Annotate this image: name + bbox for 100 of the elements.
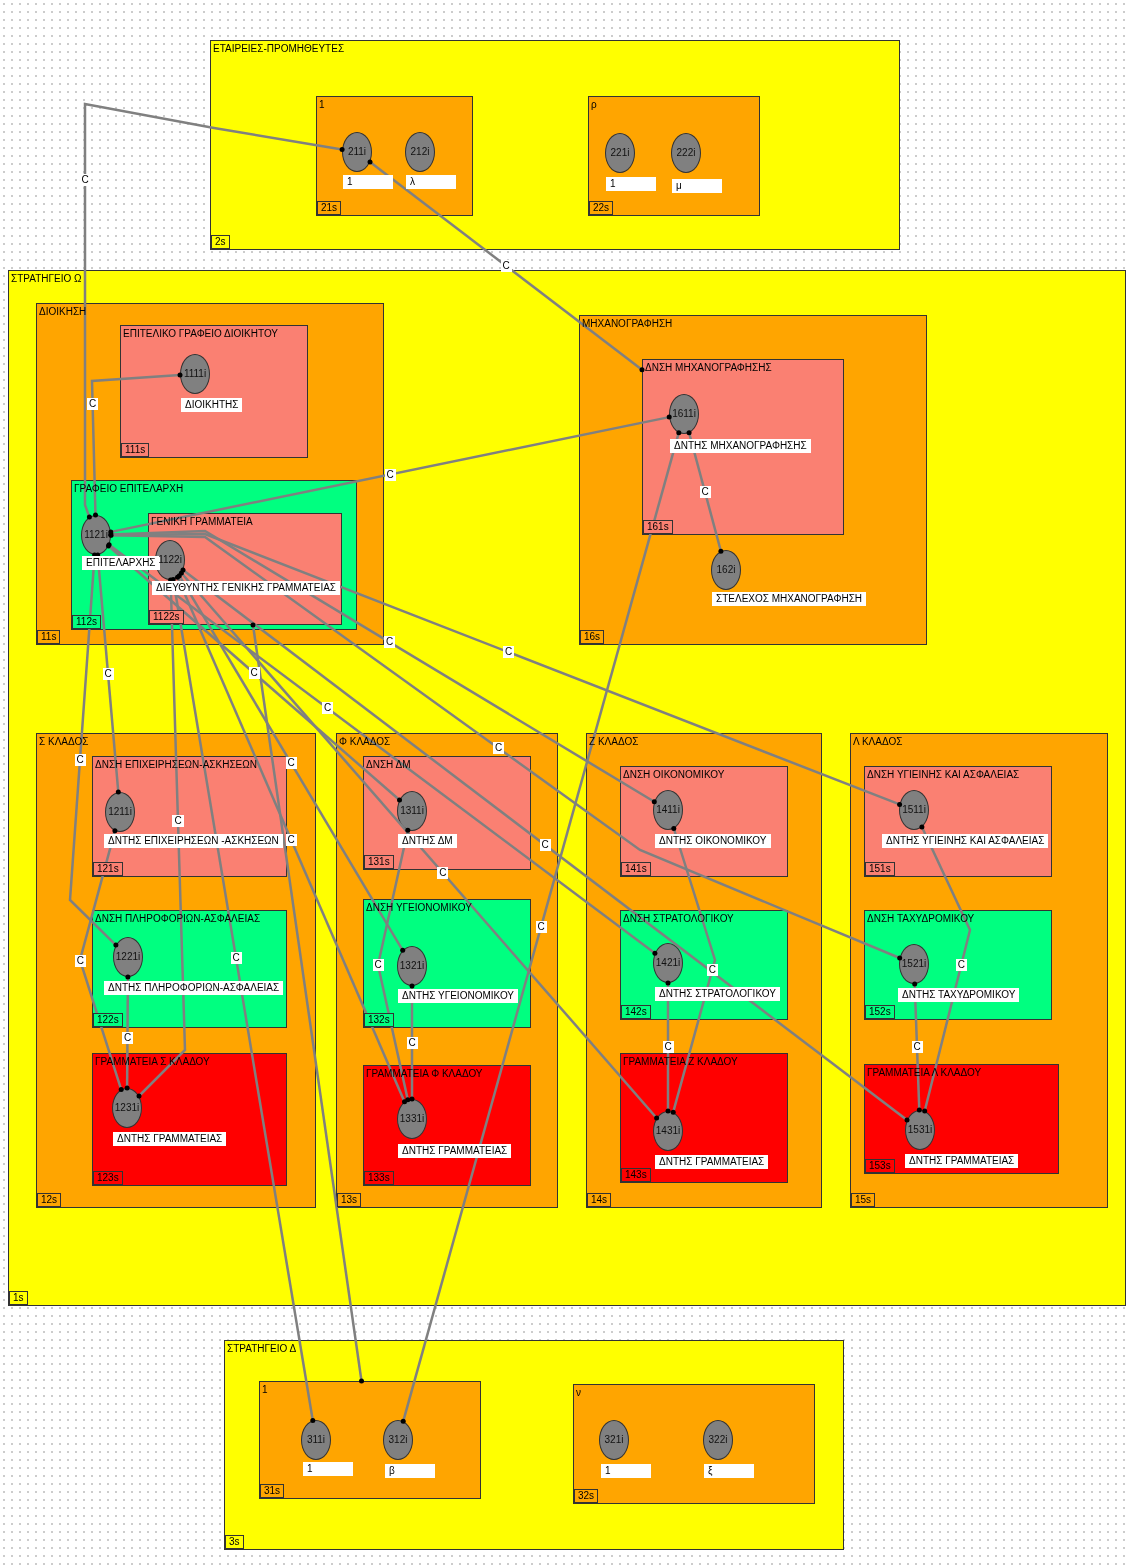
box-code: 32s	[574, 1489, 599, 1503]
unit-box	[363, 1065, 531, 1186]
unit-box	[864, 766, 1052, 877]
circle-label: 222i	[675, 147, 697, 159]
box-code: 121s	[93, 862, 123, 876]
box-title: 1	[262, 1384, 268, 1395]
box-title: Φ ΚΛΑΔΟΣ	[339, 736, 391, 747]
edge-label: C	[172, 814, 184, 827]
box-code: 11s	[37, 630, 61, 644]
box-title: Σ ΚΛΑΔΟΣ	[39, 736, 89, 747]
connector-line	[90, 372, 183, 518]
name-label: ΔΝΤΗΣ ΜΗΧΑΝΟΓΡΑΦΗΣΗΣ	[670, 439, 811, 453]
box-title: ΔΝΣΗ ΟΙΚΟΝΟΜΙΚΟΥ	[623, 769, 725, 780]
unit-circle	[112, 1088, 142, 1128]
connector-line	[108, 532, 903, 807]
box-title: ΔΝΣΗ ΜΗΧΑΝΟΓΡΑΦΗΣΗΣ	[645, 362, 772, 373]
box-code: 12s	[37, 1193, 62, 1207]
edge-label: C	[230, 951, 242, 964]
unit-box	[92, 756, 287, 877]
box-title: 1	[319, 99, 325, 110]
name-label: ΔΝΤΗΣ ΓΡΑΜΜΑΤΕΙΑΣ	[905, 1154, 1019, 1168]
box-title: ν	[576, 1387, 581, 1398]
connector-line	[409, 983, 415, 1102]
connector-line	[670, 826, 717, 1115]
box-code: 123s	[93, 1171, 123, 1185]
box-code: 143s	[621, 1168, 651, 1182]
connector-line	[400, 430, 682, 1424]
box-code: 141s	[621, 862, 651, 876]
unit-box	[850, 733, 1108, 1208]
box-code: 1s	[9, 1291, 28, 1305]
unit-circle	[671, 133, 701, 173]
connector-line	[376, 827, 411, 1103]
connector-line	[178, 570, 660, 1121]
edge-label: C	[285, 833, 297, 846]
connector-line	[250, 622, 364, 1384]
edge-label: C	[955, 959, 967, 972]
circle-label: 1211i	[107, 806, 133, 818]
circle-label: 1231i	[113, 1102, 141, 1114]
circle-label: 321i	[603, 1434, 625, 1446]
unit-box	[71, 480, 357, 630]
box-code: 112s	[72, 615, 101, 629]
name-label: ΔΝΤΗΣ ΟΙΚΟΝΟΜΙΚΟΥ	[655, 834, 771, 848]
circle-label: 1331i	[398, 1113, 426, 1125]
unit-box	[363, 756, 531, 870]
unit-box	[620, 910, 788, 1020]
edge-label: C	[406, 1036, 418, 1049]
circle-label: 322i	[707, 1434, 729, 1446]
edge-label: C	[500, 259, 512, 272]
box-code: 131s	[364, 855, 394, 869]
box-code: 152s	[865, 1005, 895, 1019]
box-title: ΓΡΑΜΜΑΤΕΙΑ Λ ΚΛΑΔΟΥ	[867, 1067, 982, 1078]
box-title: ΔΝΣΗ ΕΠΙΧΕΙΡΗΣΕΩΝ-ΑΣΚΗΣΕΩΝ	[95, 759, 257, 770]
connector-line	[108, 532, 903, 961]
unit-box	[579, 315, 927, 645]
connector-line	[106, 543, 402, 803]
unit-box	[8, 270, 1126, 1306]
edge-label: C	[285, 757, 297, 769]
name-label: 1	[601, 1464, 651, 1478]
name-label: ΔΝΤΗΣ ΓΡΑΜΜΑΤΕΙΑΣ	[113, 1132, 227, 1146]
name-label: ΣΤΕΛΕΧΟΣ ΜΗΧΑΝΟΓΡΑΦΗΣΗ	[712, 592, 867, 606]
unit-circle	[180, 354, 210, 394]
circle-label: 1311i	[399, 805, 425, 817]
unit-circle	[397, 791, 427, 831]
name-label: ΔΝΤΗΣ ΥΓΙΕΙΝΗΣ ΚΑΙ ΑΣΦΑΛΕΙΑΣ	[882, 834, 1049, 848]
circle-label: 1521i	[900, 958, 928, 970]
box-code: 151s	[865, 862, 895, 876]
box-code: 3s	[225, 1535, 244, 1549]
circle-label: 312i	[387, 1434, 409, 1446]
connector-line	[78, 828, 124, 1093]
edge-label: C	[662, 1041, 674, 1053]
circle-label: 1431i	[654, 1125, 682, 1137]
connector-line	[68, 552, 119, 948]
unit-circle	[669, 394, 699, 434]
box-title: ΔΙΟΙΚΗΣΗ	[39, 306, 87, 317]
connector-line	[106, 542, 658, 956]
box-title: ΓΡΑΜΜΑΤΕΙΑ Φ ΚΛΑΔΟΥ	[366, 1068, 483, 1079]
edge-label: C	[503, 646, 515, 659]
box-title: ΓΕΝΙΚΗ ΓΡΑΜΜΑΤΕΙΑ	[151, 516, 253, 527]
name-label: ΔΙΕΥΘΥΝΤΗΣ ΓΕΝΙΚΗΣ ΓΡΑΜΜΑΤΕΙΑΣ	[152, 581, 340, 595]
unit-box	[210, 40, 900, 250]
unit-box	[573, 1384, 815, 1504]
unit-box	[224, 1340, 844, 1550]
connector-line	[124, 974, 131, 1091]
box-title: ΔΝΣΗ ΤΑΧΥΔΡΟΜΙΚΟΥ	[867, 913, 975, 924]
edge-label: C	[911, 1041, 923, 1053]
circle-label: 212i	[409, 146, 431, 158]
edge-label: C	[248, 667, 260, 679]
unit-circle	[81, 515, 111, 555]
edge-label: C	[79, 174, 91, 187]
circle-label: 1121i	[83, 529, 109, 541]
name-label: 1	[343, 175, 393, 189]
box-code: 2s	[211, 235, 230, 249]
circle-label: 1421i	[654, 957, 682, 969]
box-title: ΣΤΡΑΤΗΓΕΙΟ Ω	[11, 273, 82, 284]
unit-circle	[113, 937, 143, 977]
unit-circle	[905, 1110, 935, 1150]
name-label: ΕΠΙΤΕΛΑΡΧΗΣ	[82, 556, 160, 570]
box-title: ΕΤΑΙΡΕΙΕΣ-ΠΡΟΜΗΘΕΥΤΕΣ	[213, 43, 345, 54]
unit-circle	[899, 790, 929, 830]
connector-line	[108, 529, 657, 805]
